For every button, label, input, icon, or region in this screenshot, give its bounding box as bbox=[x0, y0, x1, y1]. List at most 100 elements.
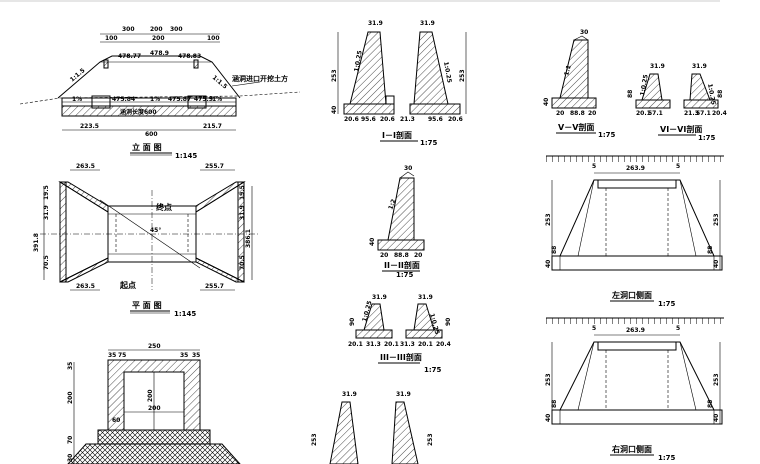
sec3-title: III－III剖面 bbox=[380, 352, 422, 362]
section-6-6: 31.9 31.9 88 88 1:0.25 1:0.25 20.1 57.1 … bbox=[627, 63, 727, 142]
elev-excavation-note: 涵洞进口开挖土方 bbox=[232, 74, 288, 83]
plan-title: 平 面 图 bbox=[132, 301, 162, 310]
sec1-height-left: 253 bbox=[331, 69, 338, 82]
plan-right-dim-1: 19.5 bbox=[239, 185, 246, 200]
sec2-title: II－II剖面 bbox=[384, 260, 420, 270]
section-5-5: 30 1:1 40 20 88.8 20 V－V剖面 1:75 bbox=[543, 29, 616, 139]
plan-right-height: 386.1 bbox=[245, 229, 252, 248]
sec6-scale: 1:75 bbox=[698, 134, 716, 142]
plan-left-dim-1: 19.5 bbox=[43, 185, 50, 200]
sec1-top-right: 31.9 bbox=[420, 20, 435, 27]
elev-grade-left: 1% bbox=[72, 96, 82, 103]
sec3-top-right: 31.9 bbox=[418, 294, 433, 301]
box-left-small: 35 bbox=[108, 352, 116, 359]
elev-invert-left: 475.84 bbox=[112, 96, 135, 103]
elevation-title: 立 面 图 bbox=[132, 142, 162, 152]
right-end-top: 263.9 bbox=[626, 327, 645, 334]
box-inner-height: 200 bbox=[147, 389, 154, 402]
elev-invert-mid: 475.87 bbox=[168, 96, 191, 103]
elev-bottom-right: 215.7 bbox=[203, 123, 222, 130]
right-end-edge-l: 5 bbox=[592, 325, 596, 332]
box-side-bottom: 30 bbox=[67, 454, 74, 462]
elev-culvert-length: 涵洞长度600 bbox=[120, 108, 157, 116]
sec5-scale: 1:75 bbox=[598, 131, 616, 139]
left-end-base-left: 40 bbox=[545, 260, 552, 268]
elev-sub-dim-2: 200 bbox=[152, 35, 165, 42]
right-end-sub-right: 88 bbox=[707, 400, 714, 408]
sec3-scale: 1:75 bbox=[424, 366, 442, 374]
sec1-b4: 21.3 bbox=[400, 116, 415, 123]
elev-slope-right: 1:1.5 bbox=[211, 74, 229, 90]
section-2-2: 30 1:2 40 20 88.8 20 II－II剖面 1:75 bbox=[369, 165, 425, 279]
sec2-slope: 1:2 bbox=[387, 198, 397, 210]
sec5-base: 40 bbox=[543, 98, 550, 106]
sec3-h-right: 90 bbox=[445, 318, 452, 326]
sec3-h-left: 90 bbox=[349, 318, 356, 326]
sec6-h-left: 88 bbox=[627, 90, 634, 98]
elev-top-dim-3: 300 bbox=[170, 26, 183, 33]
plan-bottom-left-dim: 263.5 bbox=[76, 283, 95, 290]
sec4-h-right: 253 bbox=[427, 433, 434, 446]
left-end-elevation: 5 263.9 5 253 88 40 253 88 40 左洞口侧面 1:75 bbox=[545, 155, 724, 308]
left-end-base-right: 40 bbox=[713, 260, 720, 268]
sec6-h-right: 88 bbox=[717, 90, 724, 98]
sec6-top-left: 31.9 bbox=[650, 63, 665, 70]
box-cross-section: 250 35 75 35 35 200 200 60 35 200 70 30 bbox=[67, 343, 241, 464]
sec1-top-left: 31.9 bbox=[368, 20, 383, 27]
sec3-b5: 20.1 bbox=[418, 341, 433, 348]
right-end-base-left: 40 bbox=[545, 414, 552, 422]
section-3-3: 31.9 31.9 90 90 1:0.25 1:0.25 20.1 31.3 … bbox=[348, 294, 452, 374]
sec6-slope-right: 1:0.25 bbox=[706, 83, 717, 105]
sec5-top: 30 bbox=[580, 29, 588, 36]
sec1-slope-right: 1:0.25 bbox=[442, 61, 453, 83]
sec3-top-left: 31.9 bbox=[372, 294, 387, 301]
box-right-small2: 35 bbox=[192, 352, 200, 359]
plan-bottom-right-dim: 255.7 bbox=[205, 283, 224, 290]
elev-invert-right: 475.9 bbox=[194, 96, 213, 103]
plan-left-height: 391.8 bbox=[33, 233, 40, 252]
plan-skew-angle: 45° bbox=[150, 227, 161, 234]
left-end-h-right: 253 bbox=[713, 213, 720, 226]
sec6-b4: 57.1 bbox=[696, 110, 711, 117]
elev-bottom-span: 600 bbox=[145, 131, 158, 138]
left-end-scale: 1:75 bbox=[658, 300, 676, 308]
sec6-title: VI－VI剖面 bbox=[660, 124, 702, 134]
left-end-sub-right: 88 bbox=[707, 246, 714, 254]
sec1-height-right: 253 bbox=[459, 69, 466, 82]
sec4-top-right: 31.9 bbox=[396, 391, 411, 398]
left-end-title: 左洞口侧面 bbox=[611, 290, 652, 300]
sec3-b2: 31.3 bbox=[366, 341, 381, 348]
sec2-b1: 20 bbox=[380, 252, 388, 259]
sec1-b3: 20.6 bbox=[380, 116, 395, 123]
plan-view: 263.5 255.7 45° 终点 起点 391.8 19.5 31.9 70… bbox=[33, 163, 260, 318]
sec1-b6: 20.6 bbox=[448, 116, 463, 123]
sec3-b4: 31.3 bbox=[400, 341, 415, 348]
box-side-low: 70 bbox=[67, 436, 74, 444]
sec1-title: I－I剖面 bbox=[382, 130, 412, 140]
box-top-dim: 250 bbox=[148, 343, 161, 350]
sec5-title: V－V剖面 bbox=[558, 122, 594, 132]
right-end-h-left: 253 bbox=[545, 373, 552, 386]
sec1-base-left: 40 bbox=[331, 106, 338, 114]
plan-top-left-dim: 263.5 bbox=[76, 163, 95, 170]
box-side-top: 35 bbox=[67, 362, 74, 370]
left-end-edge-l: 5 bbox=[592, 163, 596, 170]
sec5-b1: 20 bbox=[556, 110, 564, 117]
sec2-b3: 20 bbox=[414, 252, 422, 259]
sec2-top: 30 bbox=[404, 165, 412, 172]
sec4-top-left: 31.9 bbox=[342, 391, 357, 398]
plan-left-dim-3: 70.5 bbox=[43, 255, 50, 270]
sec1-slope-left: 1:0.25 bbox=[353, 50, 364, 72]
sec4-h-left: 253 bbox=[311, 433, 318, 446]
sec3-b6: 20.4 bbox=[436, 341, 451, 348]
elev-grade-right: 1% bbox=[212, 96, 222, 103]
left-end-sub: 88 bbox=[551, 246, 558, 254]
elev-mid-elev: 478.9 bbox=[150, 50, 169, 57]
plan-right-dim-3: 70.5 bbox=[239, 255, 246, 270]
box-side-mid: 200 bbox=[67, 391, 74, 404]
sec5-b3: 20 bbox=[588, 110, 596, 117]
right-end-sub: 88 bbox=[551, 400, 558, 408]
sec6-b5: 20.4 bbox=[712, 110, 727, 117]
plan-top-right-dim: 255.7 bbox=[205, 163, 224, 170]
